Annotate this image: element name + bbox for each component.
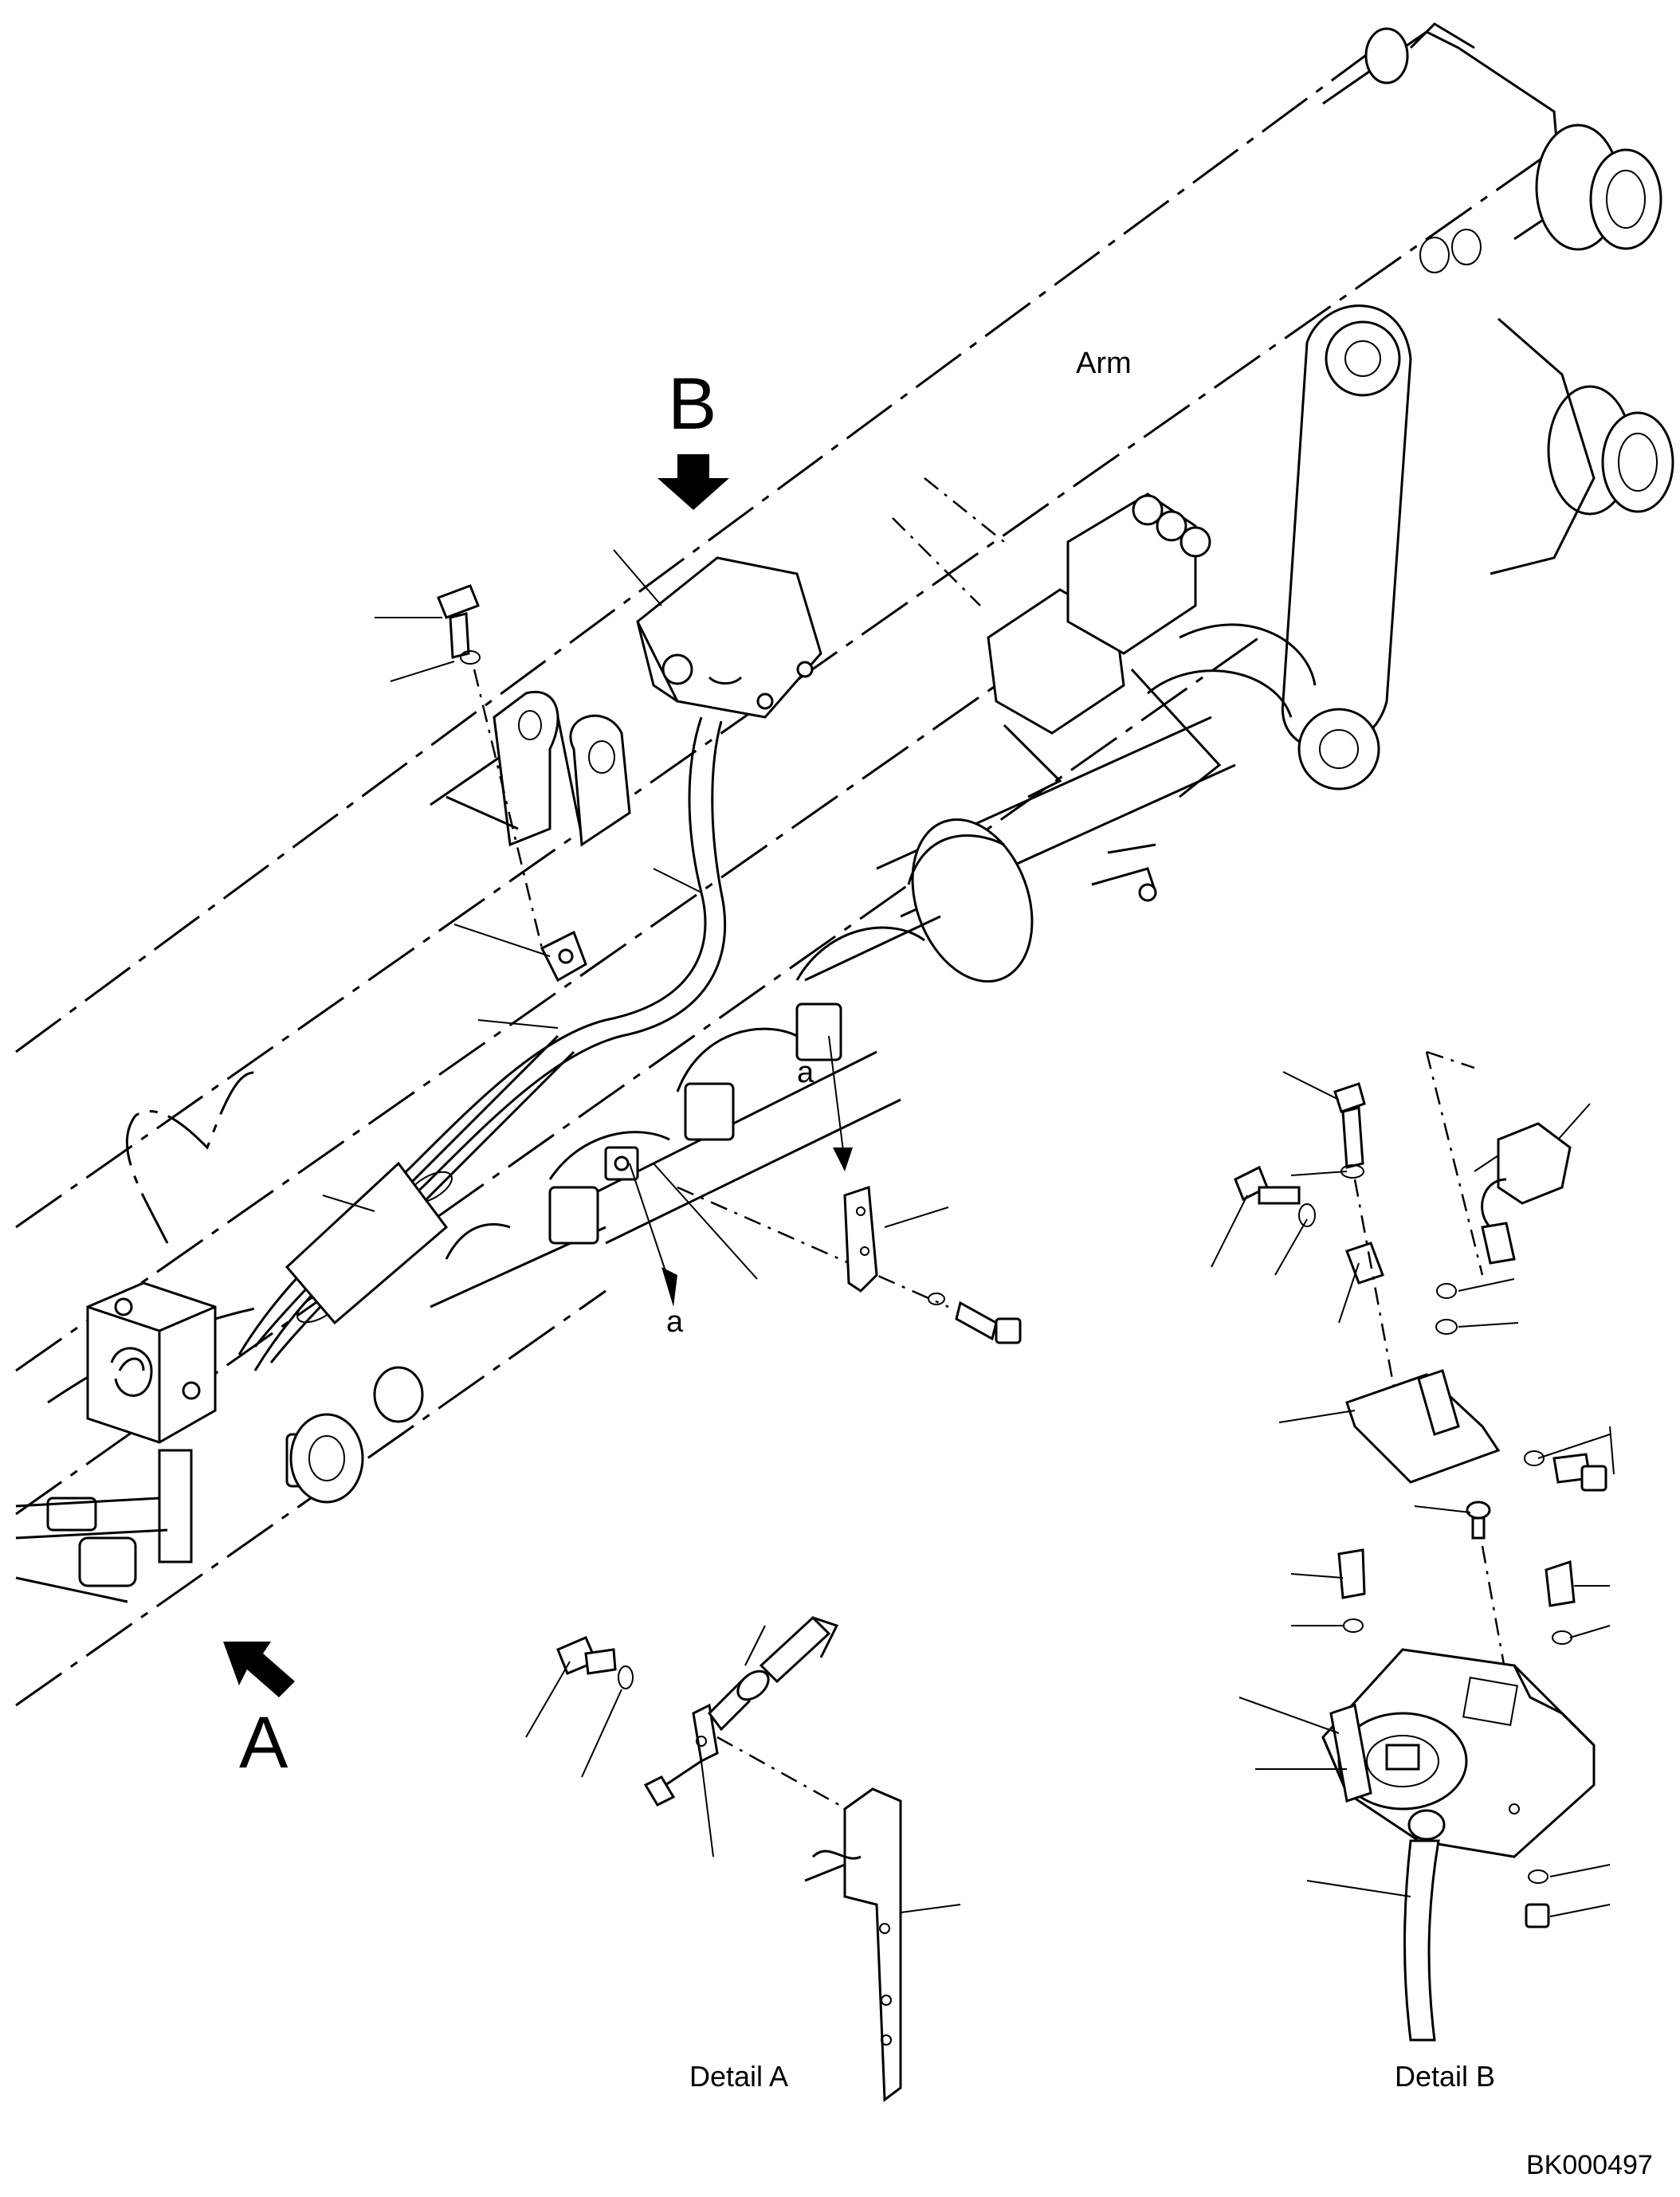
hydraulic-cylinder — [285, 716, 1236, 1504]
valve-block — [987, 492, 1222, 798]
view-b-label: B — [668, 363, 717, 445]
arm-outline — [15, 38, 1587, 1707]
detail-b-drawing — [1234, 1050, 1607, 2042]
junction-box-a — [15, 1281, 217, 1603]
section-arrows — [629, 1035, 949, 1308]
clamp — [540, 930, 639, 1181]
detail-b-caption: Detail B — [1395, 2060, 1496, 2093]
arrow-b — [657, 454, 729, 510]
control-box-b — [636, 556, 822, 719]
sleeve — [285, 1161, 449, 1325]
view-a-label: A — [239, 1702, 289, 1783]
link-bar — [1147, 304, 1412, 791]
arrow-a — [223, 1642, 295, 1697]
mounting-plate — [430, 691, 631, 847]
bracket-bolt-main — [843, 1185, 1022, 1344]
bolt-washer-top — [437, 584, 544, 949]
leader-lines — [322, 549, 1615, 1917]
drawing-code: BK000497 — [1526, 2150, 1653, 2180]
detail-a-caption: Detail A — [689, 2060, 789, 2093]
arm-label: Arm — [1076, 347, 1132, 380]
arm-end-bracket — [1322, 22, 1674, 575]
section-a-bottom-label: a — [666, 1305, 684, 1339]
section-a-top-label: a — [797, 1056, 814, 1089]
detail-a-drawing — [556, 1615, 902, 2102]
